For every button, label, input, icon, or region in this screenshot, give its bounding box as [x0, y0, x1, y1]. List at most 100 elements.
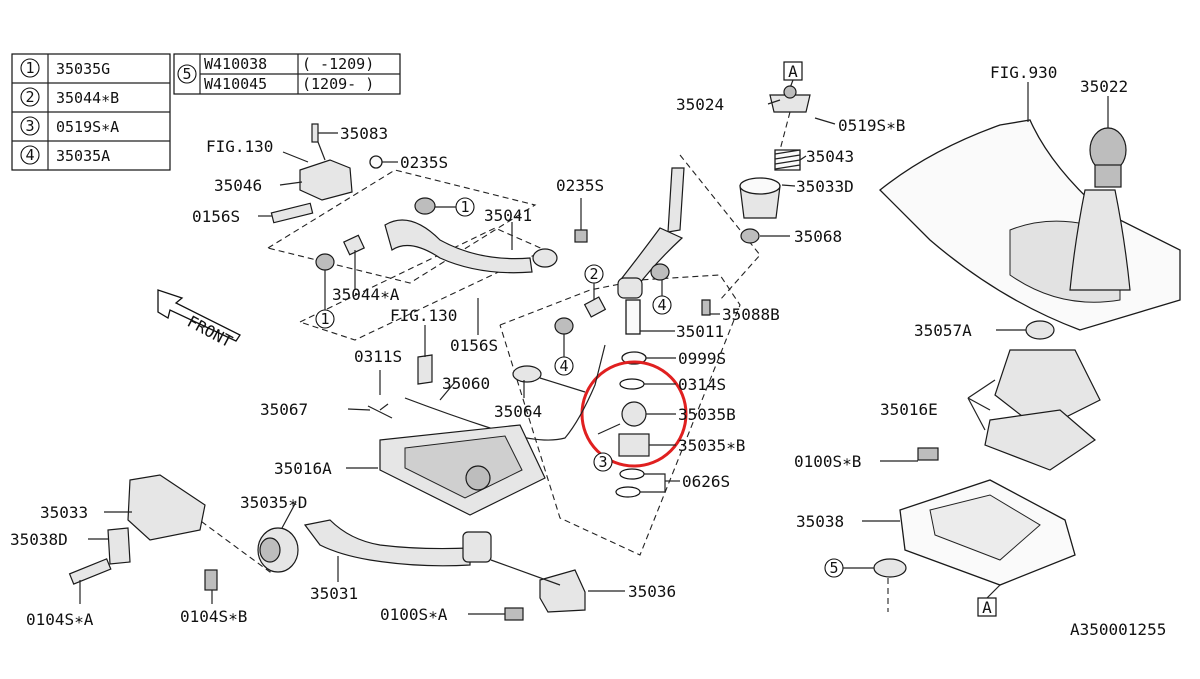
legend-num: 3: [25, 117, 34, 135]
seat-35035xb: [618, 433, 650, 457]
label-0626s: 0626S: [682, 472, 730, 491]
washer-35068: [740, 228, 760, 244]
legend-range: (1209- ): [302, 75, 374, 93]
rod-35031: [303, 519, 471, 567]
collar-2: [583, 296, 607, 318]
spring-35043: [774, 149, 801, 171]
legend-row: 1 35035G: [20, 58, 110, 78]
bolt-0100sb: [917, 447, 939, 461]
bracket-35036: [539, 569, 586, 613]
upper-bracket-assembly: [267, 123, 588, 341]
cap-35057a: [1025, 320, 1055, 340]
label-0235s-b: 0235S: [556, 176, 604, 195]
label-35060: 35060: [442, 374, 490, 393]
washer-0626s-a: [619, 468, 645, 480]
label-35024: 35024: [676, 95, 724, 114]
legend-table-right: 5 W410038 ( -1209) W410045 (1209- ): [173, 53, 401, 95]
label-35067: 35067: [260, 400, 308, 419]
bracket-35038d: [107, 527, 131, 565]
callout-2: 2: [589, 265, 598, 283]
leader-lines: [79, 82, 1109, 615]
front-arrow: FRONT: [157, 289, 241, 352]
legend-num: 2: [25, 88, 34, 106]
label-35068: 35068: [794, 227, 842, 246]
label-35022: 35022: [1080, 77, 1128, 96]
legend-part: 35035G: [56, 60, 110, 78]
bushing-4b: [554, 317, 574, 335]
label-35035xb: 35035∗B: [678, 436, 745, 455]
label-fig130-b: FIG.130: [390, 306, 457, 325]
callout-1: 1: [460, 198, 469, 216]
washer-0626s-b: [615, 486, 641, 498]
label-0100sa: 0100S∗A: [380, 605, 448, 624]
label-35035b: 35035B: [678, 405, 736, 424]
legend-row: 4 35035A: [20, 145, 110, 165]
bolt-0104sa: [68, 558, 112, 585]
legend-part: 35044∗B: [56, 89, 119, 107]
bracket-fig130: [417, 354, 433, 385]
label-0235s: 0235S: [400, 153, 448, 172]
label-0100sb: 0100S∗B: [794, 452, 861, 471]
label-35033d: 35033D: [796, 177, 854, 196]
part-labels: 35083 FIG.130 0235S 35046 0235S 0156S 35…: [10, 63, 1166, 639]
callouts: 1 1 2 4 4 3 5: [315, 197, 874, 578]
label-0314s: 0314S: [678, 375, 726, 394]
legend-row: 3 0519S∗A: [20, 116, 119, 136]
collar-35044a: [342, 234, 366, 256]
ball-35035b: [621, 401, 647, 427]
label-0104sa: 0104S∗A: [26, 610, 94, 629]
rod-sleeve: [462, 531, 492, 563]
bolt-0100sa: [504, 607, 524, 621]
knob-stack: A: [739, 61, 836, 244]
callout-4a: 4: [657, 296, 666, 314]
lever-stem: [625, 299, 641, 335]
label-35088b: 35088B: [722, 305, 780, 324]
label-35016e: 35016E: [880, 400, 938, 419]
front-label: FRONT: [184, 312, 236, 352]
bushing-1b: [315, 253, 335, 271]
front-arrow-icon: [157, 289, 241, 342]
legend-row: 2 35044∗B: [20, 87, 119, 107]
label-35038d: 35038D: [10, 530, 68, 549]
label-fig130: FIG.130: [206, 137, 273, 156]
bushing-4a: [650, 263, 670, 281]
lever-rod-35011: [667, 167, 685, 233]
label-0519sb: 0519S∗B: [838, 116, 905, 135]
callout-1b: 1: [320, 310, 329, 328]
bolt-0104sb: [204, 569, 218, 591]
rod-35041: [384, 219, 533, 274]
label-35011: 35011: [676, 322, 724, 341]
legend-part: 35035A: [56, 147, 110, 165]
bolt-0156s: [270, 202, 314, 224]
console-assembly: A: [873, 119, 1181, 617]
label-0104sb: 0104S∗B: [180, 607, 247, 626]
label-0156s-b: 0156S: [450, 336, 498, 355]
bracket-35046: [299, 159, 353, 201]
shift-lever-assembly: [499, 154, 761, 556]
pin-35083: [311, 123, 319, 143]
label-35044a: 35044∗A: [332, 285, 400, 304]
label-35035d: 35035∗D: [240, 493, 307, 512]
nut-0235s-b: [574, 229, 588, 243]
label-0311s: 0311S: [354, 347, 402, 366]
boot-cover: [1069, 189, 1131, 291]
label-35041: 35041: [484, 206, 532, 225]
label-35064: 35064: [494, 402, 542, 421]
label-0999s: 0999S: [678, 349, 726, 368]
label-35043: 35043: [806, 147, 854, 166]
label-35038: 35038: [796, 512, 844, 531]
lever-socket: [617, 277, 643, 299]
bushing-1: [414, 197, 436, 215]
ref-box-a-bottom: A: [982, 598, 992, 617]
reference-number: A350001255: [1070, 620, 1166, 639]
label-fig930: FIG.930: [990, 63, 1057, 82]
clip-35064: [512, 365, 542, 383]
callout-5: 5: [829, 559, 838, 577]
label-0156s: 0156S: [192, 207, 240, 226]
cap-35024: [769, 94, 811, 113]
callout-4b: 4: [559, 357, 568, 375]
legend-table-left: 1 35035G 2 35044∗B 3 0519S∗A 4 35035A: [11, 53, 171, 171]
legend-part: W410045: [204, 75, 267, 93]
